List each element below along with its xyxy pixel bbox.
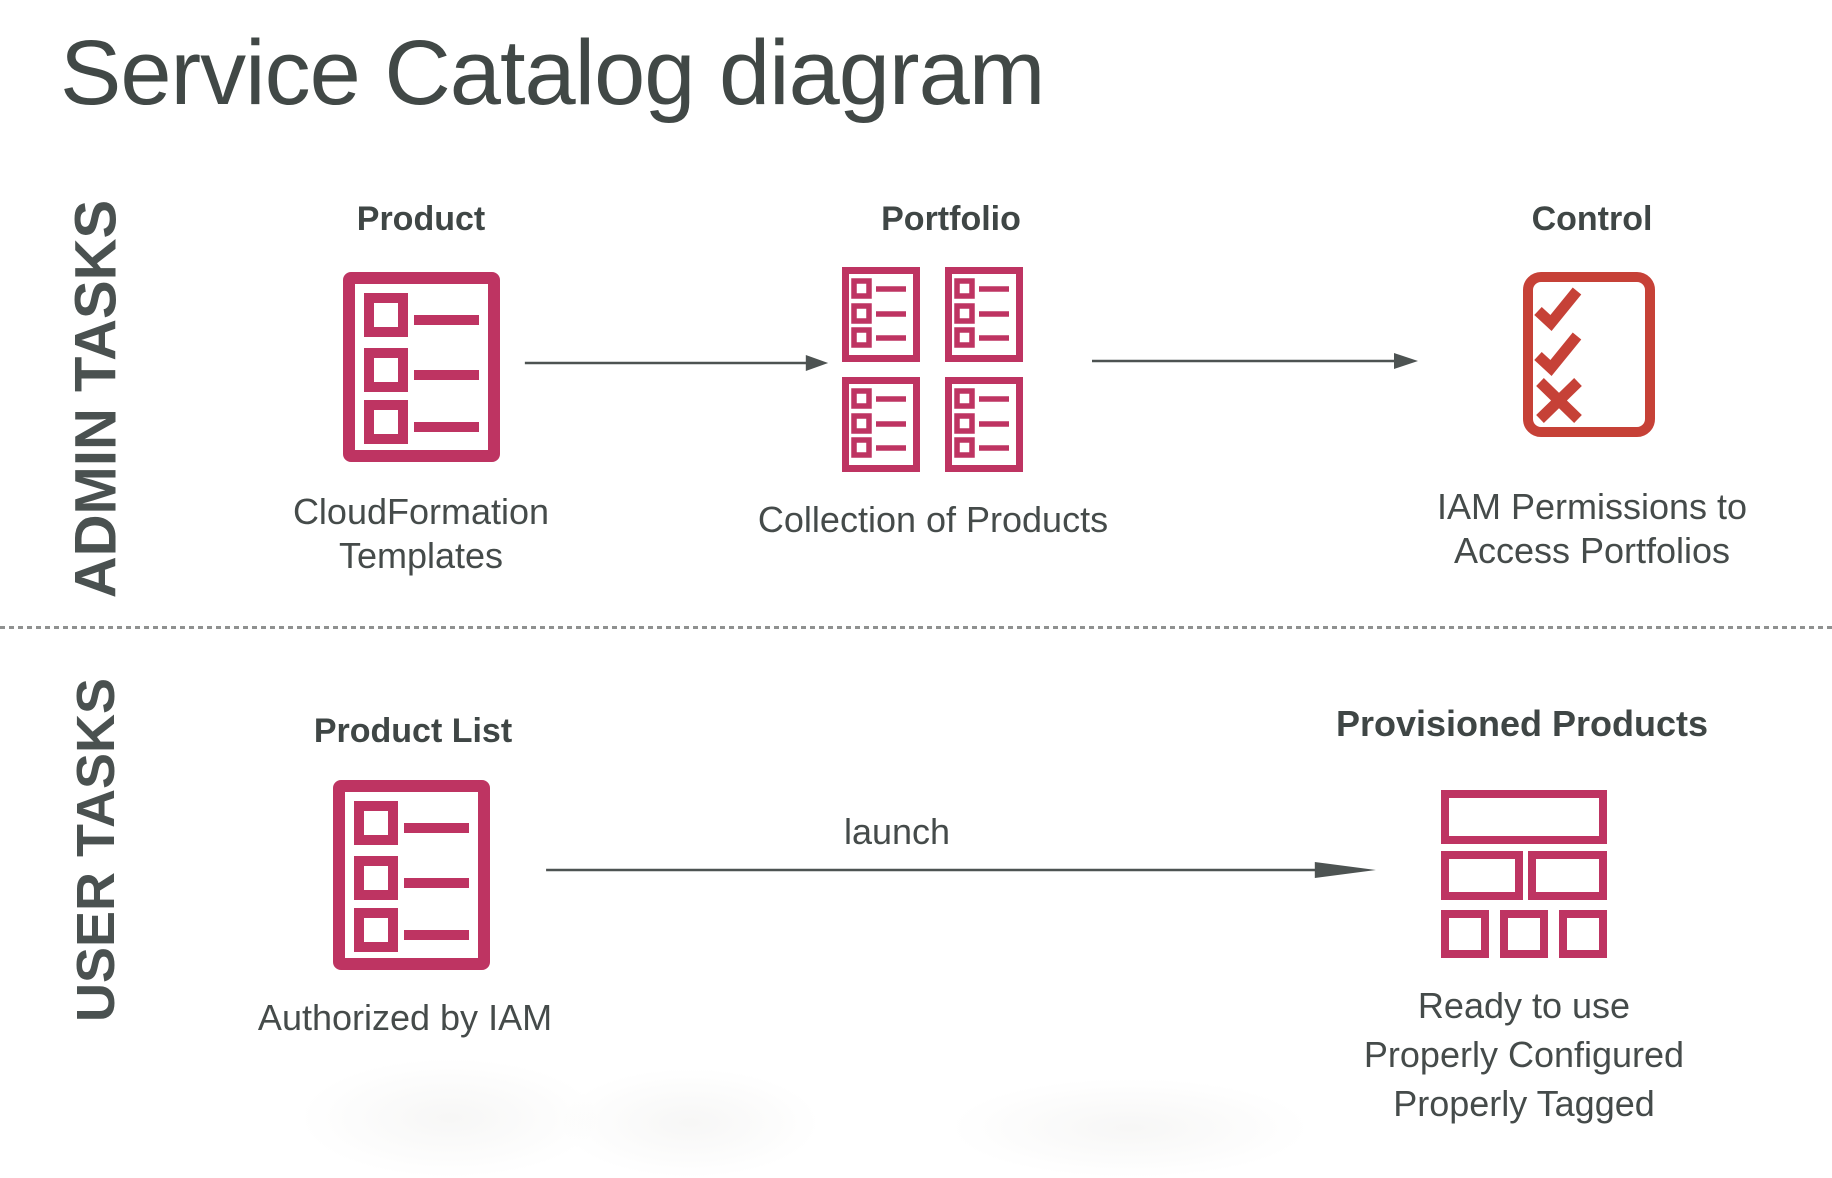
mini-list-document-icon <box>945 377 1023 472</box>
arrow-portfolio-to-control <box>1090 350 1420 372</box>
launch-arrow-label: launch <box>843 811 951 852</box>
row-divider <box>0 626 1832 629</box>
control-caption: IAM Permissions to Access Portfolios <box>1437 485 1747 573</box>
product-list-title: Product List <box>313 712 513 750</box>
control-caption-line2: Access Portfolios <box>1453 530 1731 571</box>
bricks-grid-icon <box>1441 790 1607 958</box>
product-caption-line2: Templates <box>338 535 504 576</box>
mini-list-document-icon <box>842 267 920 362</box>
control-title: Control <box>1531 200 1653 238</box>
slide-title: Service Catalog diagram <box>60 22 1045 124</box>
faint-smudge <box>560 1068 820 1178</box>
slide-canvas: Service Catalog diagram ADMIN TASKS USER… <box>0 22 1832 1178</box>
product-title: Product <box>356 200 486 238</box>
checklist-check-check-cross-icon <box>1523 272 1655 437</box>
control-caption-line1: IAM Permissions to <box>1436 486 1748 527</box>
provisioned-products-caption: Ready to use Properly Configured Properl… <box>1364 981 1684 1128</box>
product-list-caption: Authorized by IAM <box>258 996 552 1040</box>
product-caption-line1: CloudFormation <box>292 491 550 532</box>
provisioned-caption-line3: Properly Tagged <box>1393 1083 1655 1124</box>
product-caption: CloudFormation Templates <box>293 490 549 578</box>
portfolio-caption-line1: Collection of Products <box>757 499 1109 540</box>
user-tasks-label: USER TASKS <box>66 677 126 1023</box>
portfolio-caption: Collection of Products <box>758 498 1108 542</box>
faint-smudge <box>300 1058 600 1178</box>
arrow-product-to-portfolio <box>523 352 830 374</box>
product-list-caption-line1: Authorized by IAM <box>257 997 553 1038</box>
provisioned-caption-line2: Properly Configured <box>1363 1034 1685 1075</box>
mini-list-document-icon <box>945 267 1023 362</box>
provisioned-products-title: Provisioned Products <box>1335 703 1709 744</box>
list-document-icon <box>333 780 490 970</box>
admin-tasks-label: ADMIN TASKS <box>63 199 129 599</box>
faint-smudge <box>950 1078 1310 1178</box>
four-list-documents-icon <box>842 267 1023 472</box>
portfolio-title: Portfolio <box>881 200 1021 238</box>
list-document-icon <box>343 272 500 462</box>
mini-list-document-icon <box>842 377 920 472</box>
arrow-launch <box>541 859 1381 881</box>
provisioned-caption-line1: Ready to use <box>1417 985 1631 1026</box>
